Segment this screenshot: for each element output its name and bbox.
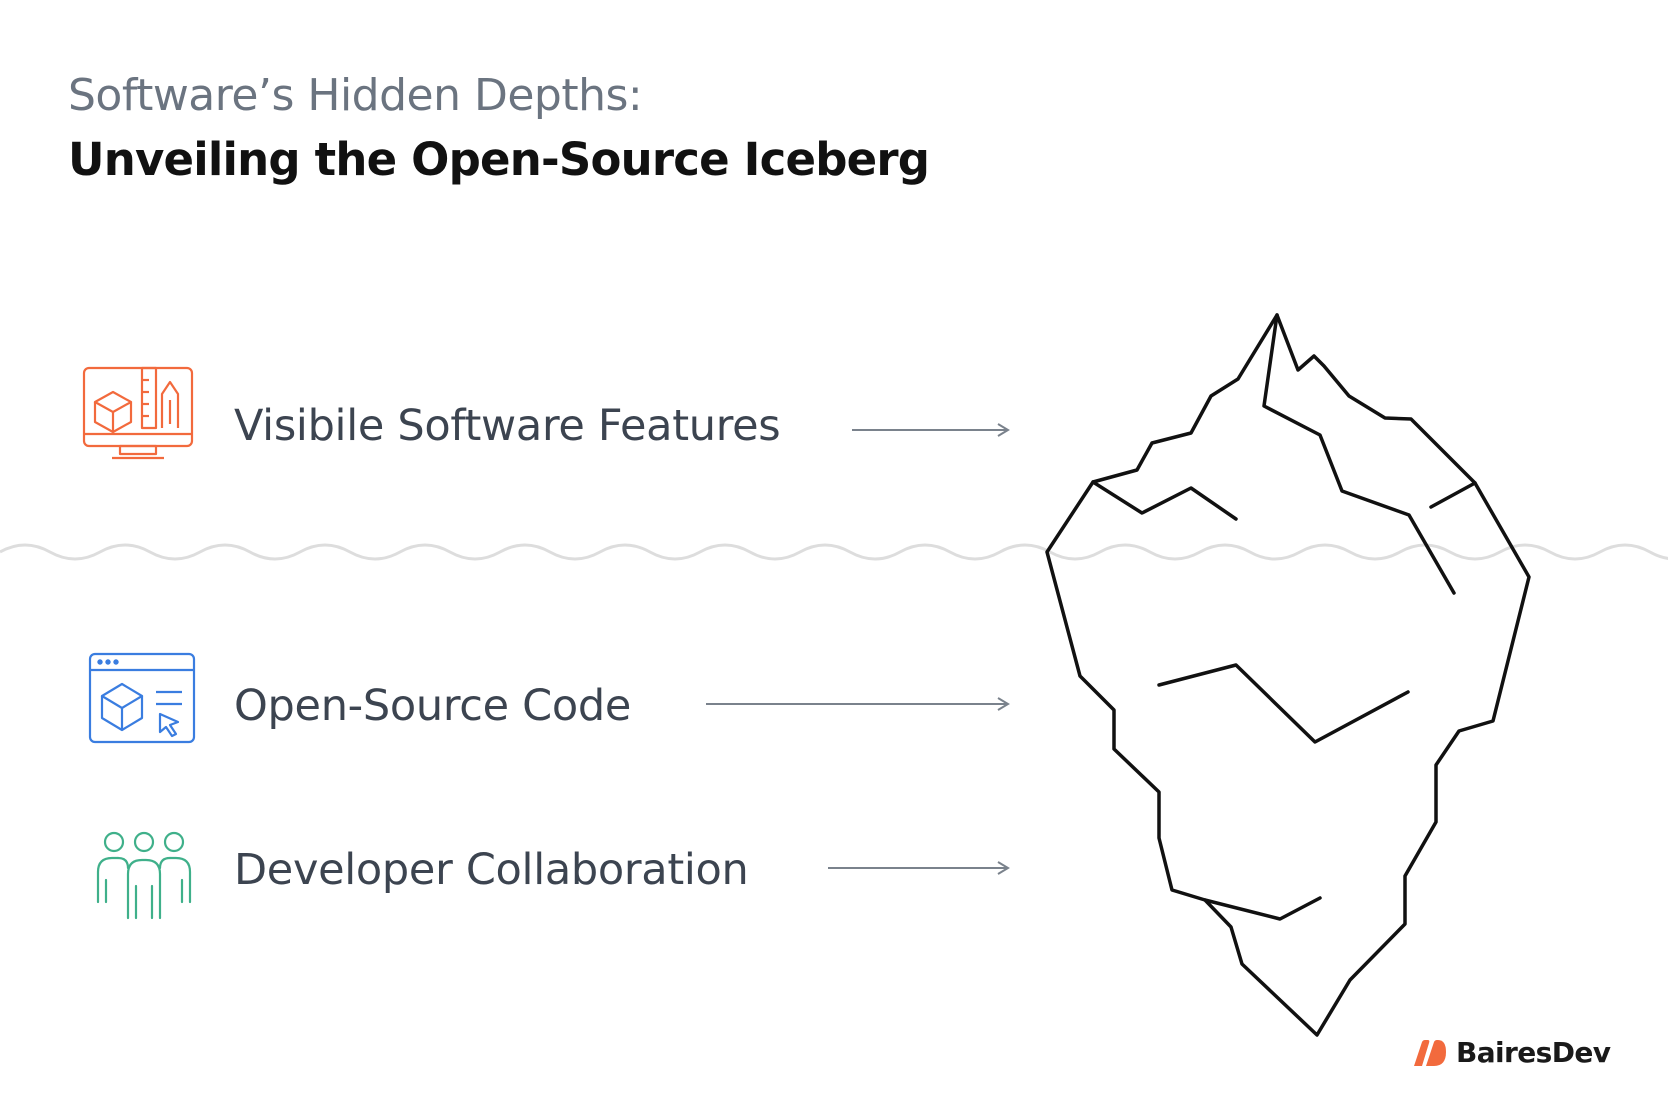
waterline — [0, 543, 1668, 561]
label-developer-collaboration: Developer Collaboration — [234, 845, 749, 895]
team-icon — [92, 830, 196, 922]
arrow-open-source-code — [706, 697, 1010, 711]
monitor-design-icon — [82, 366, 194, 462]
iceberg-crack-bottom — [1203, 896, 1322, 921]
iceberg-crack-left — [1091, 480, 1238, 521]
iceberg — [1045, 313, 1531, 1037]
brand-name: BairesDev — [1456, 1036, 1611, 1069]
iceberg-outline — [1045, 313, 1531, 1037]
brand-logo: BairesDev — [1412, 1036, 1611, 1069]
bairesdev-logo-icon — [1414, 1039, 1446, 1066]
header: Software’s Hidden Depths: Unveiling the … — [68, 64, 930, 192]
page-title: Unveiling the Open-Source Iceberg — [68, 133, 930, 186]
iceberg-crack-right — [1429, 481, 1477, 509]
browser-cube-icon — [88, 652, 196, 744]
arrow-developer-collaboration — [828, 861, 1010, 875]
iceberg-crack-middle — [1157, 663, 1410, 744]
label-visible-features: Visibile Software Features — [234, 401, 781, 451]
iceberg-crack-top — [1262, 313, 1456, 595]
arrow-visible-features — [852, 423, 1010, 437]
subtitle: Software’s Hidden Depths: — [68, 70, 643, 121]
label-open-source-code: Open-Source Code — [234, 681, 632, 731]
